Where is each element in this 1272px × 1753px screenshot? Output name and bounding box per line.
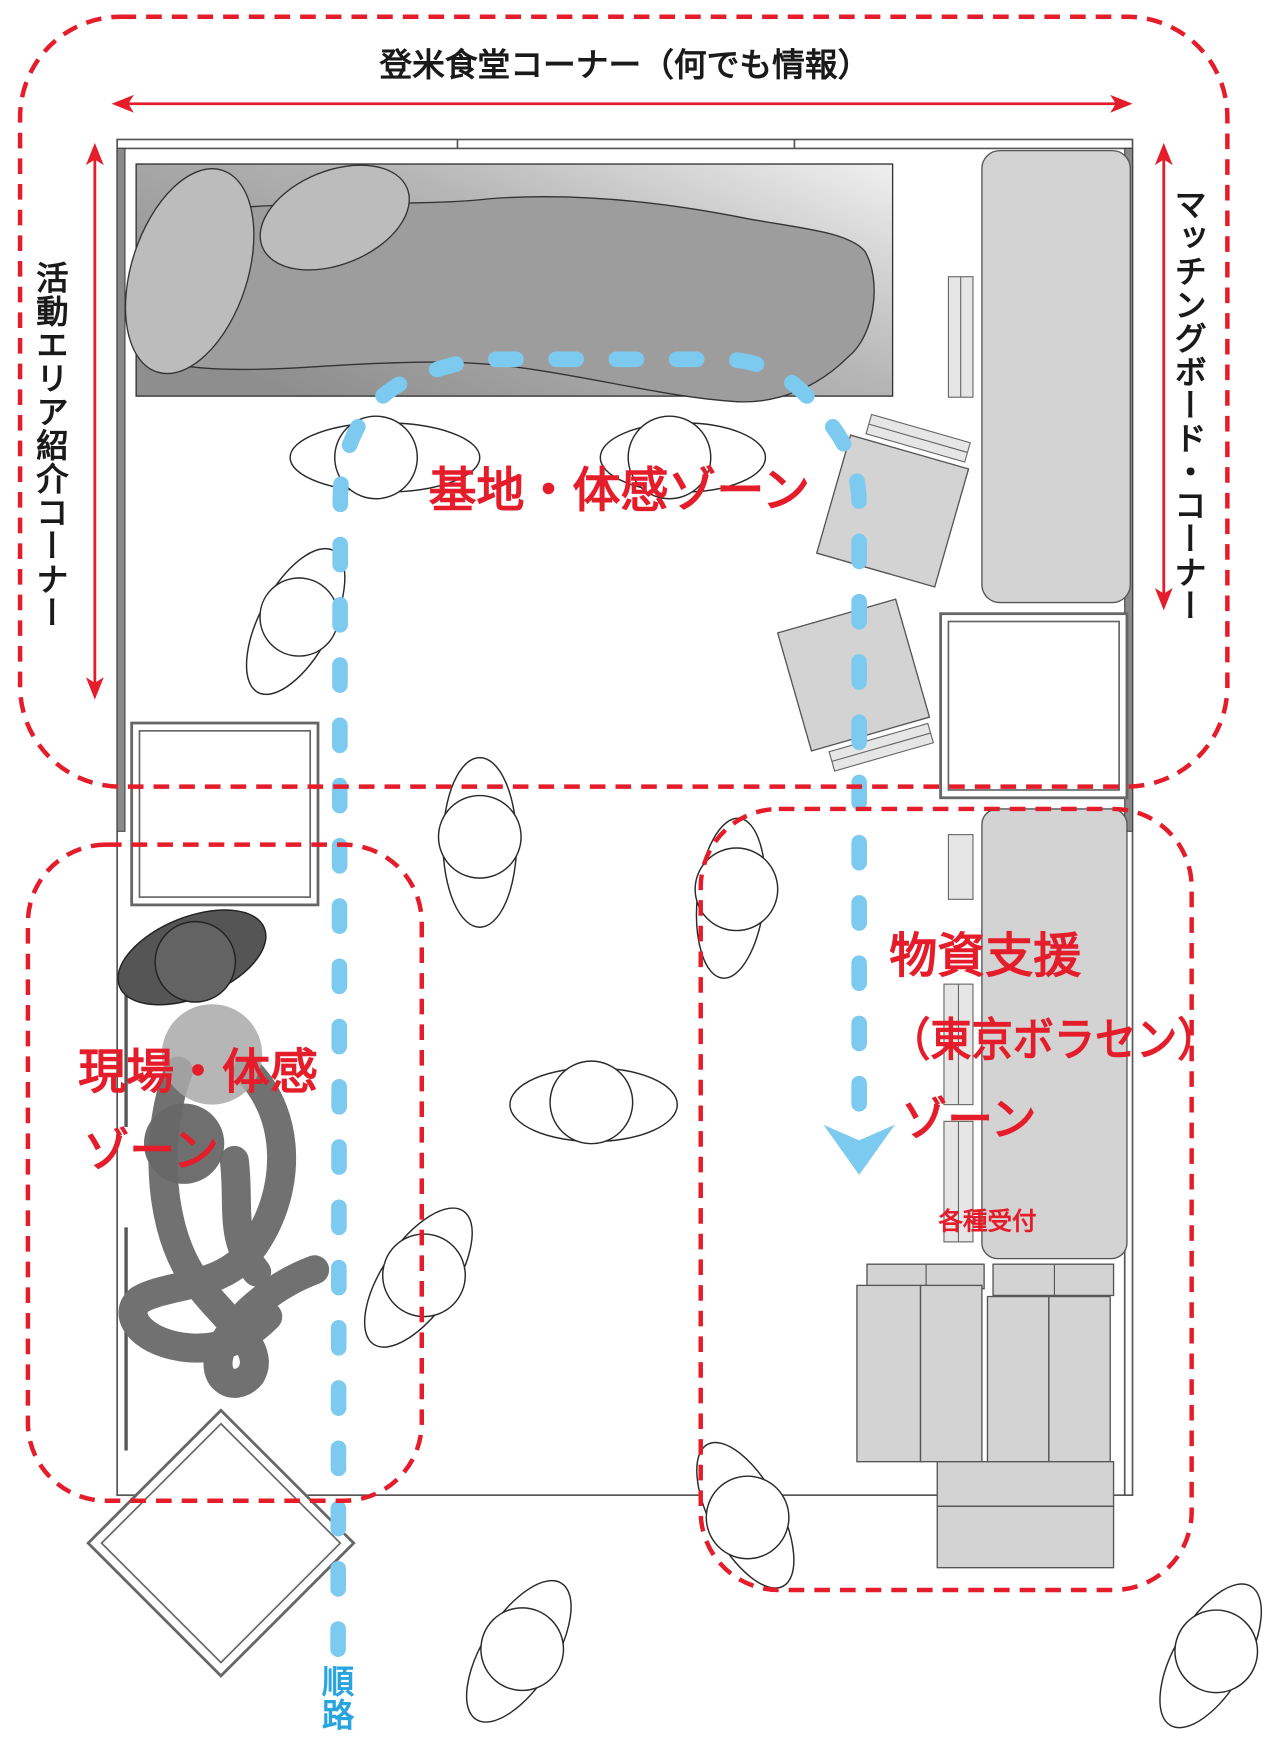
route-arrow-head-icon	[823, 1124, 895, 1175]
person-figure	[437, 756, 522, 928]
display-oval	[124, 168, 255, 375]
supply-boxes	[856, 1263, 1115, 1569]
matching-board-table	[947, 149, 1131, 604]
display-oval	[259, 164, 410, 271]
reception-label: 各種受付	[937, 1207, 1036, 1236]
person-figure	[599, 415, 767, 500]
right-corner-label: マッチングボード・コーナー	[1169, 187, 1208, 623]
zone-supplies-border	[698, 806, 1194, 1593]
right-corner-arrow	[1154, 142, 1173, 611]
route-label: 順路	[316, 1664, 355, 1732]
visitor-route	[330, 351, 895, 1657]
zone-field-border	[25, 842, 424, 1503]
person-figure	[363, 1207, 473, 1348]
person-figure	[245, 547, 346, 696]
person-figure	[696, 1441, 795, 1589]
zone-supplies-label-line1: 物資支援	[889, 928, 1082, 984]
page-title: 登米食堂コーナー（何でも情報）	[378, 46, 870, 84]
equipment-circle	[161, 1004, 263, 1105]
zone-supplies-label-line3: ゾーン	[902, 1093, 1037, 1146]
person-figure	[465, 1579, 572, 1723]
left-corner-arrow	[85, 142, 104, 700]
person-figure	[509, 1060, 679, 1145]
zone-field-label-line2: ゾーン	[84, 1124, 219, 1177]
panel-box-right	[939, 612, 1129, 800]
entrance-panel	[86, 1408, 356, 1678]
left-corner-label: 活動エリア紹介コーナー	[31, 261, 70, 630]
top-corner-arrow	[111, 94, 1133, 113]
zone-supplies-label-line2: （東京ボラセン）	[889, 1014, 1218, 1067]
zone-field-label-line1: 現場・体感	[78, 1044, 318, 1100]
reception-table	[943, 808, 1128, 1260]
hose-coil	[118, 1056, 330, 1398]
person-figure	[694, 817, 779, 979]
zone-base-border	[17, 14, 1230, 789]
staff-figure-dark	[117, 909, 267, 1006]
equipment-circle	[143, 1103, 225, 1184]
person-figure	[1159, 1583, 1263, 1729]
panel-box-left	[130, 721, 320, 907]
zone-base-label: 基地・体感ゾーン	[429, 463, 810, 519]
